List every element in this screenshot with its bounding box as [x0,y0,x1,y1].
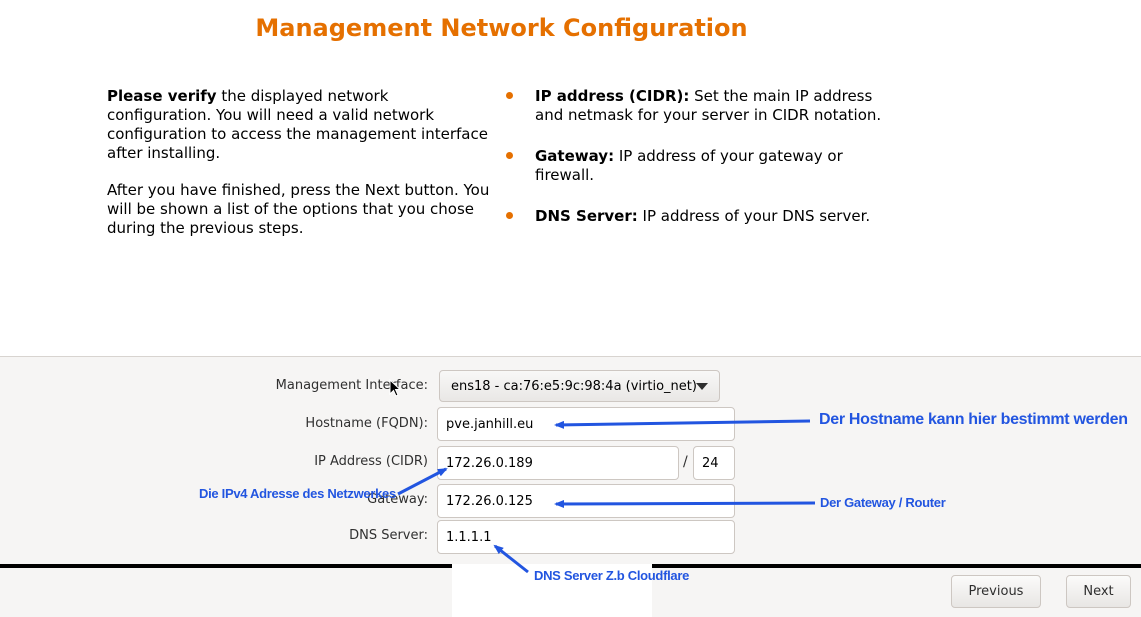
annotation-hostname: Der Hostname kann hier bestimmt werden [819,411,1128,428]
gateway-input[interactable]: 172.26.0.125 [437,484,735,518]
next-button[interactable]: Next [1066,575,1131,608]
info-paragraph-next: After you have finished, press the Next … [107,181,490,237]
hostname-arrow [554,419,811,429]
hostname-value: pve.janhill.eu [446,416,534,432]
verify-bold-text: Please verify [107,87,217,105]
annotation-gap [452,564,652,617]
bullet-dot-icon [506,212,513,219]
bullet-desc: Set the main IP address and netmask for … [535,87,882,124]
separator-line [0,564,452,568]
dns-server-label: DNS Server: [349,528,428,543]
bullet-dot-icon [506,152,513,159]
info-paragraph-verify: Please verify the displayed network conf… [107,87,492,163]
ip-address-label: IP Address (CIDR) [314,454,428,469]
separator-line [652,564,1141,568]
bullet-desc: IP address of your gateway or firewall. [535,147,843,184]
ip-address-input[interactable]: 172.26.0.189 [437,446,679,480]
info-right-column: IP address (CIDR): Set the main IP addre… [505,87,905,248]
info-left-column: Please verify the displayed network conf… [107,87,492,256]
management-interface-value: ens18 - ca:76:e5:9c:98:4a (virtio_net) [451,378,697,394]
hostname-label: Hostname (FQDN): [305,416,428,431]
bullet-term: Gateway: [535,147,615,165]
verify-text: the displayed network configuration. You… [107,87,488,162]
gateway-value: 172.26.0.125 [446,493,533,509]
annotation-ipv4: Die IPv4 Adresse des Netzwerkes [199,486,396,501]
annotation-dns: DNS Server Z.b Cloudflare [534,568,690,583]
bullet-ip-address: IP address (CIDR): Set the main IP addre… [505,87,905,125]
bullet-desc: IP address of your DNS server. [637,207,871,225]
bullet-dns-server: DNS Server: IP address of your DNS serve… [505,207,905,226]
bullet-term: DNS Server: [535,207,638,225]
dns-arrow [493,544,529,574]
bullet-term: IP address (CIDR): [535,87,690,105]
chevron-down-icon [696,383,708,390]
bullet-dot-icon [506,92,513,99]
dns-server-value: 1.1.1.1 [446,529,492,545]
gateway-label: Gateway: [367,492,428,507]
cidr-netmask-input[interactable]: 24 [693,446,735,480]
page-title: Management Network Configuration [255,14,748,42]
mouse-cursor-icon [389,379,401,397]
previous-button[interactable]: Previous [951,575,1041,608]
ipv4-arrow [397,467,448,496]
bullet-gateway: Gateway: IP address of your gateway or f… [505,147,905,185]
management-interface-select[interactable]: ens18 - ca:76:e5:9c:98:4a (virtio_net) [439,370,720,402]
cidr-separator: / [683,454,688,470]
ip-address-value: 172.26.0.189 [446,455,533,471]
cidr-netmask-value: 24 [702,455,719,471]
gateway-arrow [554,499,816,508]
dns-server-input[interactable]: 1.1.1.1 [437,520,735,554]
annotation-gateway: Der Gateway / Router [820,495,946,510]
